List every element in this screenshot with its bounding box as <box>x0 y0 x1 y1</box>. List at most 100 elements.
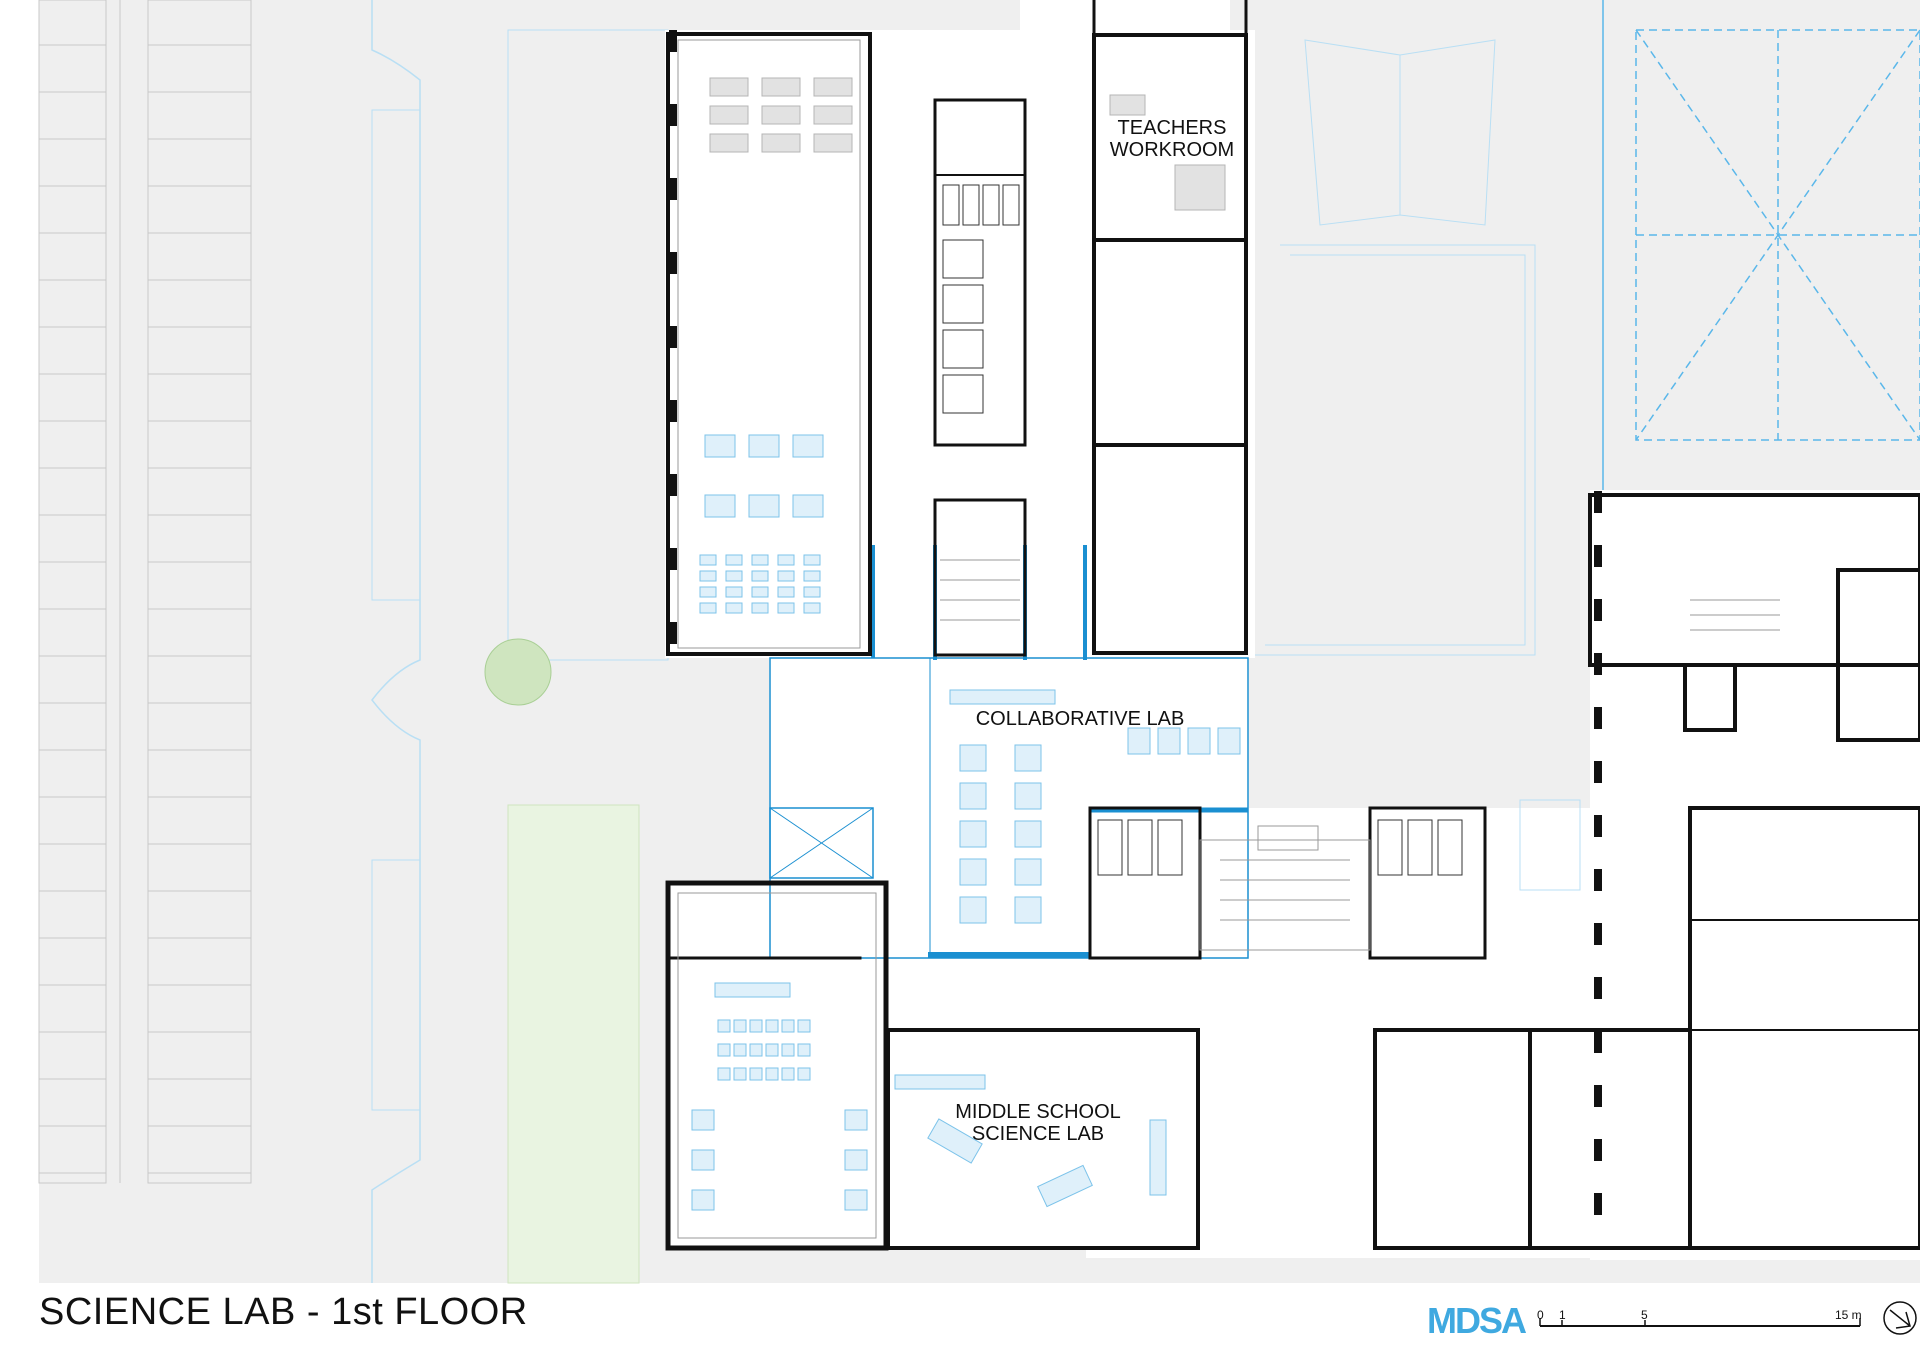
desk <box>709 133 749 153</box>
scale-label-0: 0 <box>1537 1308 1544 1322</box>
building-footprint <box>665 0 1920 1260</box>
student-seat <box>751 570 769 582</box>
student-seat <box>797 1067 811 1081</box>
lab-counter <box>714 982 791 998</box>
furniture-layout <box>691 434 1241 1211</box>
student-seat <box>699 570 717 582</box>
toilet-stall <box>1437 819 1463 876</box>
room-label-science-lab: SCIENCE LAB <box>972 1123 1104 1145</box>
lab-table <box>748 494 780 518</box>
lab-table <box>959 896 987 924</box>
planter-strip <box>371 109 421 601</box>
toilet-stall <box>982 184 1000 226</box>
toilet-stall <box>1377 819 1403 876</box>
student-seat <box>749 1043 763 1057</box>
desk <box>761 77 801 97</box>
canopy-outline <box>1255 39 1536 656</box>
student-seat <box>749 1067 763 1081</box>
scale-bar: 0 1 5 15 m <box>1537 1308 1862 1327</box>
student-seat <box>765 1043 779 1057</box>
lab-table <box>959 820 987 848</box>
workstation <box>1127 727 1151 755</box>
parking-area <box>38 0 252 1184</box>
lab-table <box>1014 858 1042 886</box>
adjacent-building-outline <box>1602 0 1920 490</box>
student-seat <box>765 1067 779 1081</box>
firm-logo: MDSA <box>1427 1300 1527 1341</box>
work-table <box>1174 164 1226 211</box>
toilet-stall <box>962 184 980 226</box>
student-seat <box>733 1067 747 1081</box>
student-seat <box>717 1043 731 1057</box>
scale-label-15m: 15 m <box>1835 1308 1862 1322</box>
student-seat <box>781 1067 795 1081</box>
student-seat <box>777 570 795 582</box>
workstation <box>1157 727 1181 755</box>
student-seat <box>749 1019 763 1033</box>
toilet-stall <box>942 329 984 369</box>
lab-table <box>959 744 987 772</box>
lab-table <box>704 434 736 458</box>
student-seat <box>803 586 821 598</box>
lab-table <box>748 434 780 458</box>
room-label-middle-school: MIDDLE SCHOOL <box>955 1101 1121 1123</box>
compass-icon <box>1883 1301 1917 1335</box>
student-seat <box>751 554 769 566</box>
student-seat <box>699 554 717 566</box>
desk <box>709 105 749 125</box>
lab-table <box>1014 744 1042 772</box>
student-seat <box>765 1019 779 1033</box>
student-seat <box>725 554 743 566</box>
student-seat <box>751 586 769 598</box>
lab-table <box>959 782 987 810</box>
lab-counter <box>949 689 1056 705</box>
student-seat <box>781 1043 795 1057</box>
lab-counter <box>894 1074 986 1090</box>
desk <box>813 77 853 97</box>
student-seat <box>781 1019 795 1033</box>
room-label-workroom: WORKROOM <box>1110 139 1234 161</box>
student-seat <box>725 586 743 598</box>
lab-counter <box>1149 1119 1167 1196</box>
tree <box>484 638 552 706</box>
lawn <box>507 804 640 1284</box>
toilet-stall <box>1097 819 1123 876</box>
student-seat <box>733 1019 747 1033</box>
student-seat <box>797 1043 811 1057</box>
student-seat <box>717 1067 731 1081</box>
lab-table <box>691 1109 715 1131</box>
toilet-stall <box>942 239 984 279</box>
student-seat <box>777 586 795 598</box>
desk <box>813 105 853 125</box>
lab-table <box>1014 896 1042 924</box>
toilet-stall <box>942 184 960 226</box>
workstation <box>1217 727 1241 755</box>
toilet-stall <box>1127 819 1153 876</box>
student-seat <box>751 602 769 614</box>
lab-table <box>844 1189 868 1211</box>
desk <box>761 133 801 153</box>
planter-strip <box>371 859 421 1111</box>
lab-table <box>844 1109 868 1131</box>
walls <box>665 0 1920 1252</box>
student-seat <box>803 570 821 582</box>
student-seat <box>777 602 795 614</box>
student-seat <box>777 554 795 566</box>
existing-furniture <box>709 77 1226 211</box>
student-seat <box>797 1019 811 1033</box>
restroom-stalls <box>942 184 1463 876</box>
student-seat <box>725 602 743 614</box>
student-seat <box>725 570 743 582</box>
footer-band <box>0 1283 1920 1349</box>
room-label-teachers: TEACHERS <box>1118 117 1227 139</box>
student-seat <box>717 1019 731 1033</box>
lab-table <box>792 434 824 458</box>
room-label-collaborative-lab: COLLABORATIVE LAB <box>976 708 1185 730</box>
lab-table <box>927 1118 983 1164</box>
toilet-stall <box>1407 819 1433 876</box>
lab-table <box>691 1149 715 1171</box>
desk <box>761 105 801 125</box>
desk <box>813 133 853 153</box>
scale-label-5: 5 <box>1641 1308 1648 1322</box>
student-seat <box>699 602 717 614</box>
